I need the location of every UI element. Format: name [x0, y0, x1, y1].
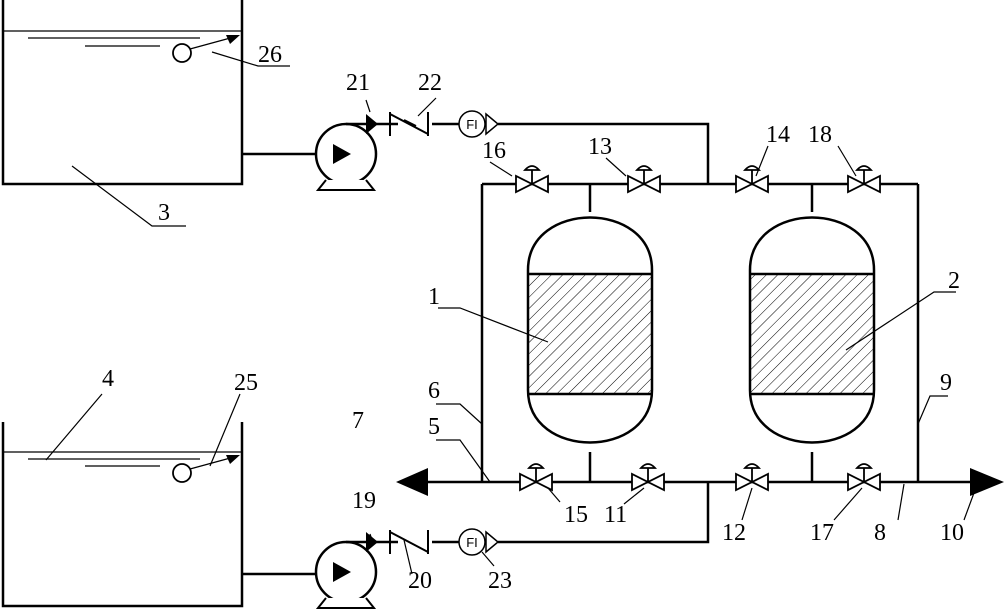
label-2: 2	[948, 268, 960, 294]
flow-indicator-bottom: FI	[458, 528, 500, 556]
flow-indicator-bottom-label: FI	[466, 535, 478, 550]
level-float-25	[172, 455, 240, 483]
label-14: 14	[766, 122, 790, 148]
label-17: 17	[810, 520, 834, 546]
pump-21	[242, 122, 378, 191]
pump-21-outlet-arrow	[366, 114, 378, 134]
label-12: 12	[722, 520, 746, 546]
label-11: 11	[604, 502, 627, 528]
valve-18[interactable]	[847, 165, 881, 194]
flow-indicator-top: FI	[458, 110, 500, 138]
label-23: 23	[488, 568, 512, 594]
water-level-lines-bottom	[3, 451, 242, 467]
label-9: 9	[940, 370, 952, 396]
label-19: 19	[352, 488, 376, 514]
label-20: 20	[408, 568, 432, 594]
label-26: 26	[258, 42, 282, 68]
label-1: 1	[428, 284, 440, 310]
label-16: 16	[482, 138, 506, 164]
water-level-lines-top	[3, 30, 242, 47]
piping-network	[420, 182, 978, 484]
label-8: 8	[874, 520, 886, 546]
check-valve-20	[389, 530, 429, 554]
label-15: 15	[564, 502, 588, 528]
label-13: 13	[588, 134, 612, 160]
label-22: 22	[418, 70, 442, 96]
pump-19-outlet-arrow	[366, 532, 378, 552]
valve-13[interactable]	[627, 165, 661, 194]
column-1	[526, 216, 654, 444]
valve-17[interactable]	[847, 463, 881, 492]
tank-4	[1, 422, 244, 608]
pump-19	[242, 540, 378, 609]
pump-19-discharge-line	[346, 482, 710, 544]
label-10: 10	[940, 520, 964, 546]
tank-3	[1, 0, 244, 186]
label-21: 21	[346, 70, 370, 96]
label-25: 25	[234, 370, 258, 396]
valve-11[interactable]	[631, 463, 665, 492]
leader-lines	[45, 51, 979, 575]
label-6: 6	[428, 378, 440, 404]
label-3: 3	[158, 200, 170, 226]
level-float-26	[172, 35, 240, 63]
valve-14[interactable]	[735, 165, 769, 194]
valve-15[interactable]	[519, 463, 553, 492]
label-5: 5	[428, 414, 440, 440]
label-7: 7	[352, 408, 364, 434]
label-18: 18	[808, 122, 832, 148]
valve-12[interactable]	[735, 463, 769, 492]
check-valve-22	[389, 112, 429, 136]
flow-indicator-top-label: FI	[466, 117, 478, 132]
outlet-arrow-10	[970, 468, 1004, 496]
label-4: 4	[102, 366, 114, 392]
pump-21-discharge-line	[346, 122, 710, 184]
valve-16[interactable]	[515, 165, 549, 194]
column-2	[748, 216, 876, 444]
outlet-arrow-7	[396, 468, 428, 496]
